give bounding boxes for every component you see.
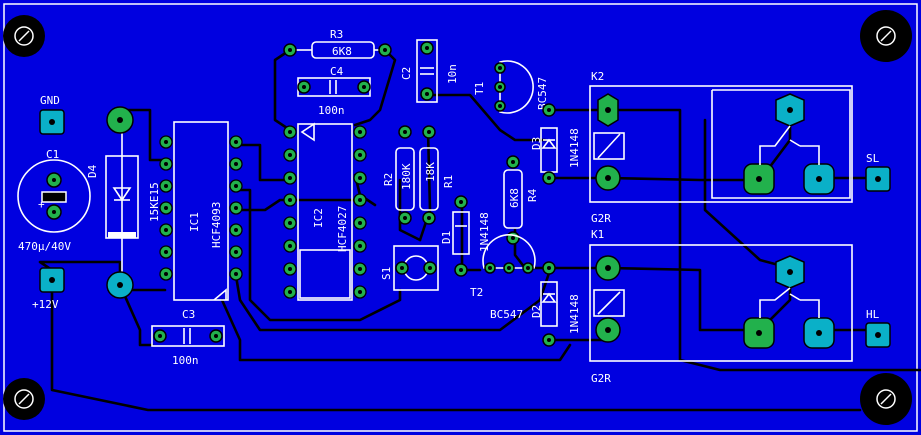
- c3-label: C3: [182, 308, 195, 321]
- k1-relay: K1 G2R: [589, 228, 853, 385]
- r2-label: R2: [382, 173, 395, 186]
- d2-type: 1N4148: [568, 294, 581, 334]
- d2-diode: D2 1N4148: [530, 261, 581, 347]
- c3-capacitor: C3 100n: [151, 308, 225, 367]
- d3-diode: D3 1N4148: [530, 103, 581, 185]
- c4-value: 100n: [318, 104, 345, 117]
- c1-label: C1: [46, 148, 59, 161]
- ic1-type: HCF4093: [210, 202, 223, 248]
- r1-value: 18K: [424, 162, 437, 182]
- d3-type: 1N4148: [568, 128, 581, 168]
- ic2-type: HCF4027: [336, 206, 349, 252]
- r3-resistor: R3 6K8: [283, 28, 392, 59]
- t1-type: BC547: [536, 77, 549, 110]
- k1-type: G2R: [591, 372, 611, 385]
- c3-value: 100n: [172, 354, 199, 367]
- r4-label: R4: [526, 188, 539, 202]
- hl-label: HL: [866, 308, 880, 321]
- r2-value: 180K: [400, 163, 413, 190]
- d4-diode: D4 15KE15: [86, 106, 161, 299]
- c2-value: 10n: [446, 64, 459, 84]
- gnd-terminal: GND: [39, 94, 65, 135]
- d1-diode: D1 1N4148: [440, 195, 491, 277]
- s1-switch: S1: [380, 245, 439, 291]
- c1-capacitor: + C1 470μ/40V: [17, 148, 91, 253]
- t2-type: BC547: [490, 308, 523, 321]
- c1-value: 470μ/40V: [18, 240, 71, 253]
- plus12-terminal: +12V: [32, 267, 65, 311]
- d2-label: D2: [530, 305, 543, 318]
- r2-resistor: R2 180K: [382, 125, 415, 225]
- ic1-chip: IC1 HCF4093: [159, 121, 243, 301]
- c4-label: C4: [330, 65, 344, 78]
- ic1-label: IC1: [188, 212, 201, 232]
- r1-label: R1: [442, 175, 455, 188]
- gnd-label: GND: [40, 94, 60, 107]
- s1-label: S1: [380, 267, 393, 280]
- board-outline: [3, 3, 918, 432]
- t1-label: T1: [473, 82, 486, 95]
- k1-label: K1: [591, 228, 604, 241]
- r1-resistor: 18K R1: [419, 125, 455, 225]
- d4-type: 15KE15: [148, 182, 161, 222]
- t2-label: T2: [470, 286, 483, 299]
- t2-transistor: T2 BC547: [470, 234, 536, 321]
- t1-transistor: T1 BC547: [473, 60, 549, 114]
- d4-label: D4: [86, 164, 99, 178]
- k2-type: G2R: [591, 212, 611, 225]
- r3-value: 6K8: [332, 45, 352, 58]
- c4-capacitor: C4 100n: [297, 65, 371, 117]
- mounting-holes: [3, 10, 912, 425]
- c2-capacitor: C2 10n: [400, 39, 459, 103]
- r3-label: R3: [330, 28, 343, 41]
- ic2-chip: IC2 HCF4027: [283, 122, 367, 301]
- svg-text:+: +: [38, 198, 45, 211]
- hl-terminal: HL: [865, 308, 891, 348]
- k2-label: K2: [591, 70, 604, 83]
- r4-value: 6K8: [508, 188, 521, 208]
- d3-label: D3: [530, 137, 543, 150]
- d1-type: 1N4148: [478, 212, 491, 252]
- ic2-label: IC2: [312, 208, 325, 228]
- k2-relay: K2 G2R: [589, 70, 853, 225]
- sl-terminal: SL: [865, 152, 891, 192]
- plus12-label: +12V: [32, 298, 59, 311]
- sl-label: SL: [866, 152, 880, 165]
- d1-label: D1: [440, 231, 453, 244]
- c2-label: C2: [400, 67, 413, 80]
